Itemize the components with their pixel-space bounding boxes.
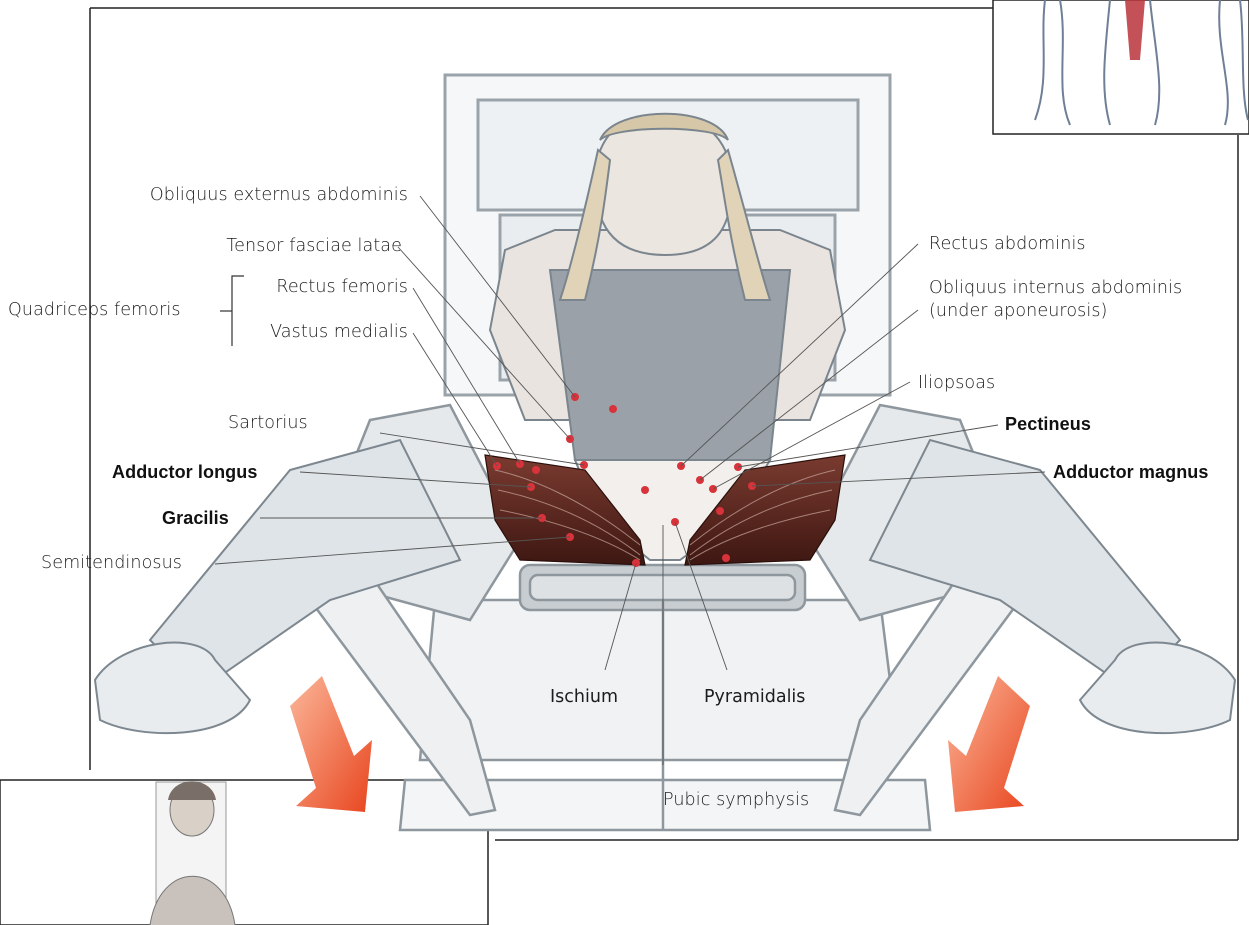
label-semitendinosus: Semitendinosus — [41, 552, 182, 574]
label-pectineus: Pectineus — [1005, 413, 1091, 435]
label-pyramidalis: Pyramidalis — [704, 686, 805, 708]
label-pubic-symphysis: Pubic symphysis — [663, 789, 809, 811]
label-under-aponeurosis: (under aponeurosis) — [929, 300, 1107, 322]
label-adductor-longus: Adductor longus — [112, 461, 257, 483]
label-rectus-femoris: Rectus femoris — [200, 276, 408, 298]
label-iliopsoas: Iliopsoas — [918, 372, 995, 394]
label-gracilis: Gracilis — [162, 507, 229, 529]
inset-thumbnail-top-right — [993, 0, 1249, 134]
label-obliquus-internus-abdominis: Obliquus internus abdominis — [929, 277, 1182, 299]
label-vastus-medialis: Vastus medialis — [200, 321, 408, 343]
label-ischium: Ischium — [550, 686, 618, 708]
label-rectus-abdominis: Rectus abdominis — [929, 233, 1086, 255]
label-quadriceps-femoris: Quadriceps femoris — [8, 299, 181, 321]
label-sartorius: Sartorius — [228, 412, 308, 434]
label-tensor-fasciae-latae: Tensor fasciae latae — [150, 235, 402, 257]
label-adductor-magnus: Adductor magnus — [1053, 461, 1209, 483]
label-obliquus-externus-abdominis: Obliquus externus abdominis — [100, 184, 408, 206]
